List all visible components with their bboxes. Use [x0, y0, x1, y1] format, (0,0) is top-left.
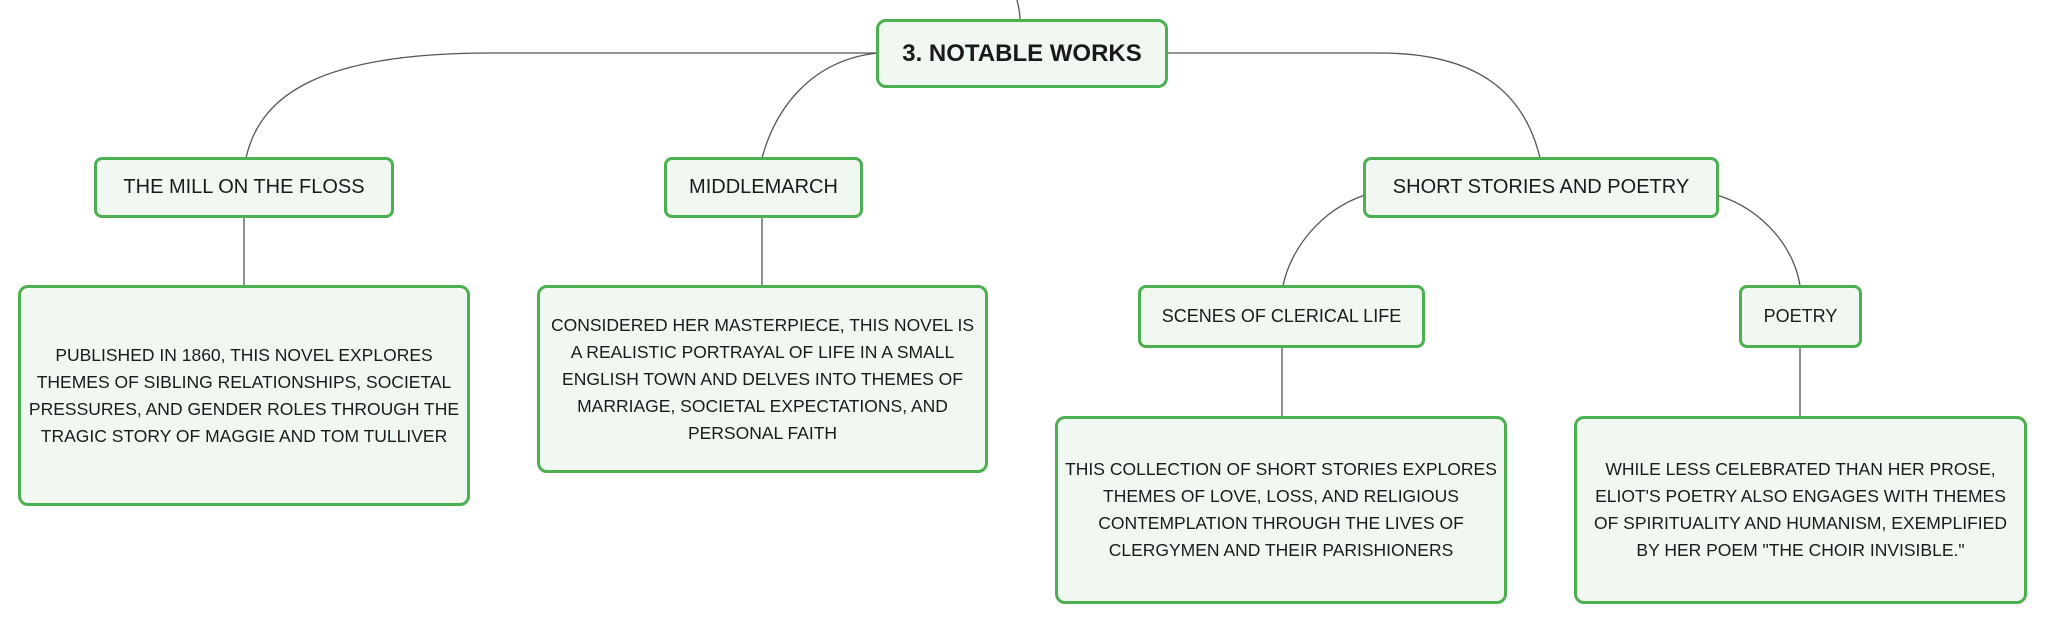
description-text: CONSIDERED HER MASTERPIECE, THIS NOVEL I… — [551, 314, 974, 443]
node-short-stories-and-poetry[interactable]: SHORT STORIES AND POETRY — [1363, 157, 1719, 218]
connector-parent-to-root — [1016, 0, 1021, 21]
connector-short-stories-to-poetry — [1716, 194, 1801, 287]
connector-short-stories-to-clerical — [1282, 194, 1366, 287]
description-middlemarch[interactable]: CONSIDERED HER MASTERPIECE, THIS NOVEL I… — [537, 285, 988, 473]
node-middlemarch[interactable]: MIDDLEMARCH — [664, 157, 863, 218]
description-poetry[interactable]: WHILE LESS CELEBRATED THAN HER PROSE, EL… — [1574, 416, 2027, 604]
connector-root-to-mill — [245, 52, 878, 159]
node-mill-on-the-floss[interactable]: THE MILL ON THE FLOSS — [94, 157, 394, 218]
node-label: POETRY — [1763, 306, 1838, 326]
description-text: THIS COLLECTION OF SHORT STORIES EXPLORE… — [1065, 459, 1497, 560]
root-node[interactable]: 3. NOTABLE WORKS — [876, 19, 1168, 88]
description-scenes-of-clerical-life[interactable]: THIS COLLECTION OF SHORT STORIES EXPLORE… — [1055, 416, 1507, 604]
node-label: MIDDLEMARCH — [689, 176, 838, 198]
node-scenes-of-clerical-life[interactable]: SCENES OF CLERICAL LIFE — [1138, 285, 1425, 348]
node-label: SCENES OF CLERICAL LIFE — [1161, 306, 1402, 326]
connector-root-to-short-stories — [1166, 52, 1541, 159]
node-poetry[interactable]: POETRY — [1739, 285, 1862, 348]
connector-root-to-middlemarch — [761, 52, 879, 159]
description-mill-on-the-floss[interactable]: PUBLISHED IN 1860, THIS NOVEL EXPLORES T… — [18, 285, 470, 506]
node-label: THE MILL ON THE FLOSS — [123, 176, 365, 198]
root-label: 3. NOTABLE WORKS — [902, 39, 1142, 67]
description-text: PUBLISHED IN 1860, THIS NOVEL EXPLORES T… — [28, 344, 460, 446]
node-label: SHORT STORIES AND POETRY — [1392, 176, 1690, 198]
description-text: WHILE LESS CELEBRATED THAN HER PROSE, EL… — [1594, 459, 2007, 560]
